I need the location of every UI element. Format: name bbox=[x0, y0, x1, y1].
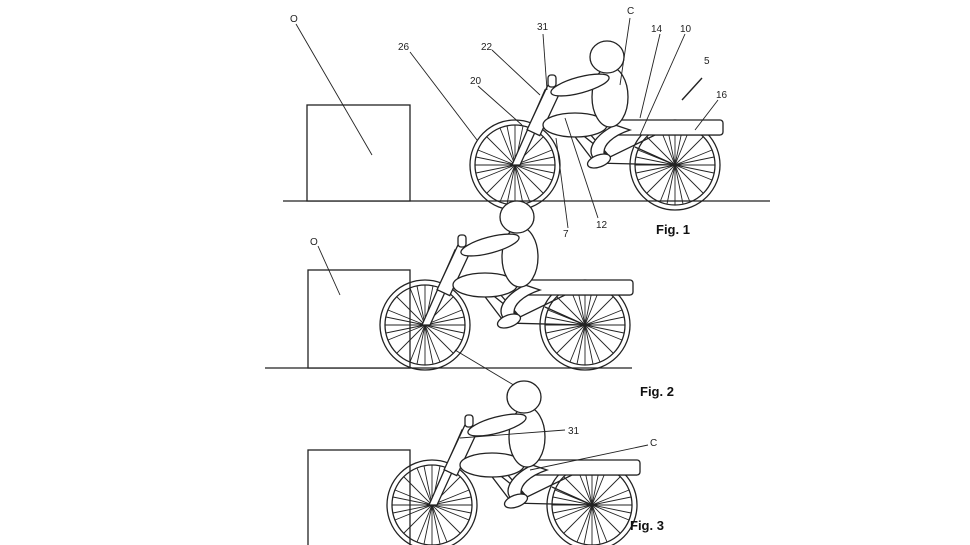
label-tank: 12 bbox=[596, 220, 608, 231]
figure-2: O 26 Fig. 2 bbox=[265, 201, 674, 407]
obstacle-box bbox=[306, 104, 411, 202]
label-handle: 31 bbox=[537, 22, 549, 33]
label-stem: 22 bbox=[481, 42, 493, 53]
label-handle: 31 bbox=[568, 426, 580, 437]
label-pivot: 7 bbox=[563, 229, 569, 240]
motorcycle-with-rider bbox=[470, 41, 723, 210]
label-obstacle: O bbox=[290, 14, 298, 25]
label-front-wheel: 26 bbox=[398, 42, 410, 53]
label-fork: 20 bbox=[470, 76, 482, 87]
figure-1: O 26 31 22 C 14 10 5 20 16 7 12 Fig. 1 bbox=[283, 6, 770, 240]
figure-caption-1: Fig. 1 bbox=[656, 222, 690, 237]
label-rider: C bbox=[650, 438, 657, 449]
label-seat: 14 bbox=[651, 24, 663, 35]
label-vehicle: 5 bbox=[704, 56, 710, 67]
figure-3: 31 C Fig. 3 bbox=[307, 381, 664, 545]
obstacle-box bbox=[307, 269, 411, 369]
motorcycle-with-rider bbox=[387, 381, 640, 545]
figure-caption-2: Fig. 2 bbox=[640, 384, 674, 399]
label-rider: C bbox=[627, 6, 634, 17]
label-rear-wheel: 16 bbox=[716, 90, 728, 101]
label-obstacle: O bbox=[310, 237, 318, 248]
figure-caption-3: Fig. 3 bbox=[630, 518, 664, 533]
label-frame: 10 bbox=[680, 24, 692, 35]
